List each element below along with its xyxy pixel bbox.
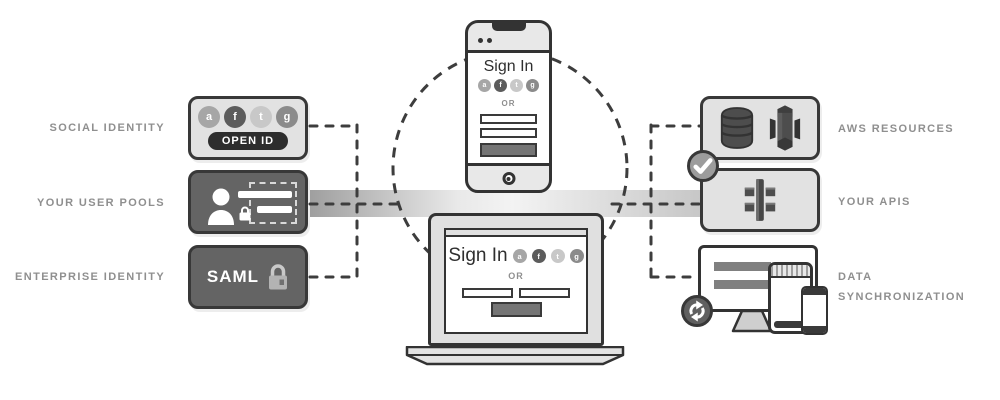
laptop-signin-title: Sign In: [448, 245, 508, 266]
enterprise-identity-box: SAML: [188, 245, 308, 309]
amazon-icon: a: [198, 106, 220, 128]
lock-icon: [269, 264, 288, 290]
amazon-icon: a: [512, 249, 527, 263]
sync-badge: [681, 295, 713, 327]
monitor-content-bar: [714, 262, 771, 271]
camera-dot-icon: [487, 38, 492, 43]
label-enterprise-identity: ENTERPRISE IDENTITY: [15, 271, 166, 283]
saml-label: SAML: [206, 267, 260, 286]
label-data-sync-line1: DATA: [838, 271, 873, 283]
twitter-icon: t: [550, 249, 565, 263]
label-data-sync-line2: SYNCHRONIZATION: [838, 291, 966, 303]
phone-signin-button: [480, 143, 537, 157]
form-field-bar: [238, 191, 292, 198]
google-icon: g: [276, 106, 298, 128]
tablet-top-bezel: [771, 265, 810, 278]
smartphone-illustration: Sign In a f t g OR: [465, 20, 552, 193]
laptop-signin-screen: Sign In a f t g OR: [444, 228, 588, 334]
laptop-username-field: [462, 288, 513, 298]
check-icon: [693, 158, 713, 174]
open-id-badge: OPEN ID: [207, 132, 289, 150]
your-apis-box: [700, 168, 820, 232]
social-identity-box: a f t g OPEN ID: [188, 96, 308, 160]
social-provider-icons: a f t g: [191, 106, 305, 128]
browser-bar: [446, 230, 586, 237]
check-badge: [687, 150, 719, 182]
database-icon: [720, 107, 754, 149]
facebook-icon: f: [494, 79, 507, 92]
amazon-icon: a: [478, 79, 491, 92]
form-field-bar: [257, 206, 292, 213]
sync-icon: [689, 300, 705, 322]
mini-phone-top-bezel: [803, 288, 826, 295]
api-icon: [744, 179, 776, 221]
laptop-or-divider: OR: [508, 271, 524, 281]
mini-phone-bottom-bezel: [803, 326, 826, 333]
label-your-user-pools: YOUR USER POOLS: [37, 197, 165, 209]
monitor-content-bar: [714, 280, 771, 289]
google-icon: g: [526, 79, 539, 92]
phone-username-field: [480, 114, 537, 124]
user-pools-box: [188, 170, 308, 234]
laptop-password-field: [519, 288, 570, 298]
laptop-signin-button: [490, 302, 542, 317]
laptop-illustration: Sign In a f t g OR: [428, 213, 604, 346]
label-your-apis: YOUR APIS: [838, 196, 911, 208]
facebook-icon: f: [531, 249, 546, 263]
home-button-icon: [502, 172, 515, 185]
phone-or-divider: OR: [501, 99, 516, 108]
laptop-base: [405, 346, 625, 366]
label-aws-resources: AWS RESOURCES: [838, 123, 954, 135]
facebook-icon: f: [224, 106, 246, 128]
person-icon: [208, 188, 234, 225]
twitter-icon: t: [250, 106, 272, 128]
tablet-bottom-bar: [774, 321, 807, 328]
phone-signin-screen: Sign In a f t g OR: [468, 50, 549, 166]
aws-cube-icon: [769, 105, 801, 151]
smartphone-icon: [801, 286, 828, 335]
phone-social-icons: a f t g: [478, 79, 539, 92]
aws-resources-box: [700, 96, 820, 160]
camera-dot-icon: [478, 38, 483, 43]
twitter-icon: t: [510, 79, 523, 92]
google-icon: g: [569, 249, 584, 263]
label-social-identity: SOCIAL IDENTITY: [49, 122, 165, 134]
form-dashed-outline: [249, 182, 297, 224]
lock-icon: [239, 206, 251, 221]
phone-notch: [491, 23, 526, 31]
phone-signin-title: Sign In: [483, 58, 534, 75]
phone-password-field: [480, 128, 537, 138]
